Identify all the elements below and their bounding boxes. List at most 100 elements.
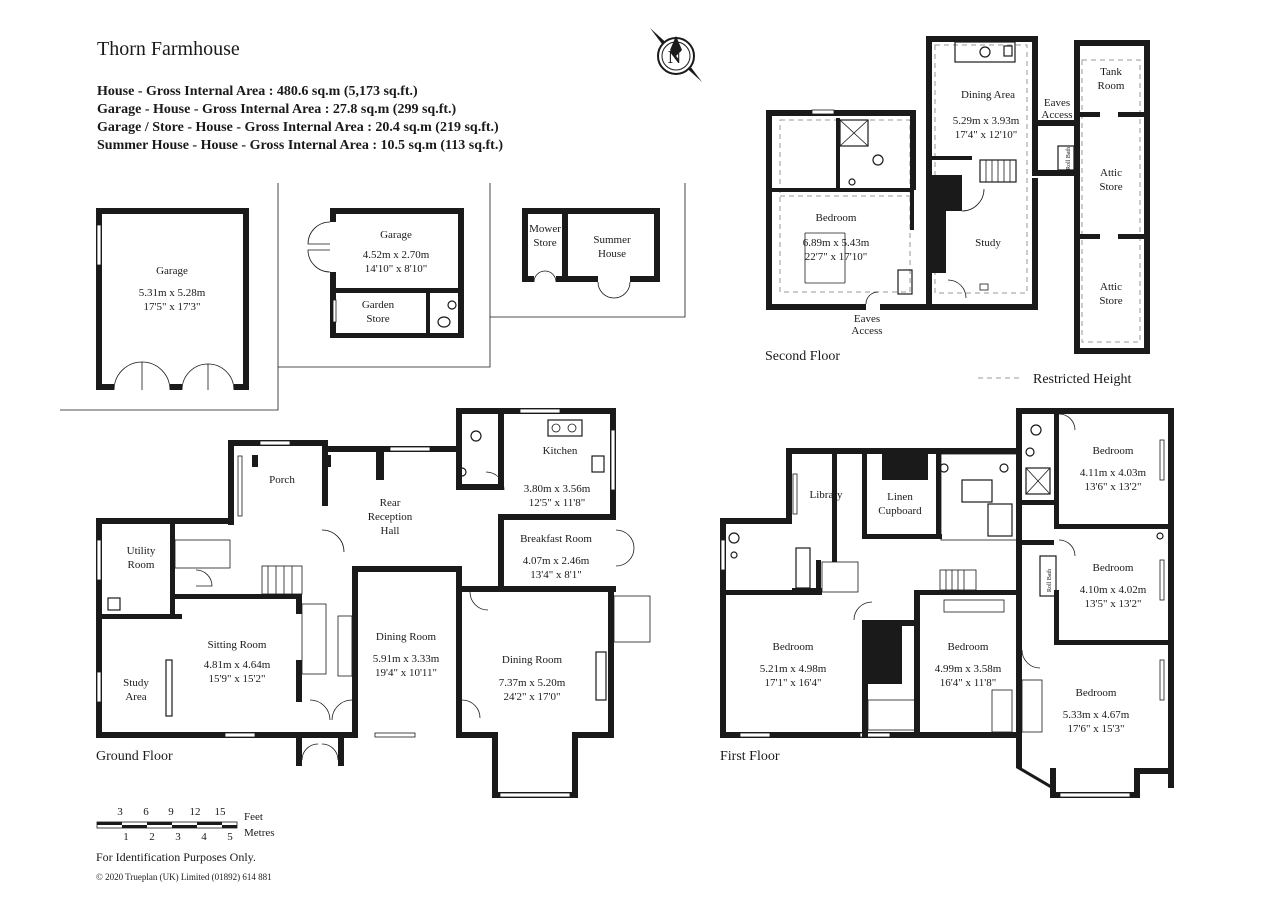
gf-porch-label: Porch [269,474,295,486]
ff-bedroom-e-imperial: 17'6" x 15'3" [1068,723,1125,735]
gf-dining-1-imperial: 19'4" x 10'11" [375,667,437,679]
summer-house-line2: House [598,248,626,260]
sf-eaves-bottom-line2: Access [851,325,882,337]
area-line-garage: Garage - House - Gross Internal Area : 2… [97,102,457,117]
sf-bedroom-name: Bedroom [816,212,857,224]
gf-rear-reception-line3: Hall [381,525,400,537]
ff-bedroom-a-imperial: 17'1" x 16'4" [765,677,822,689]
sf-eaves-top-line2: Access [1041,109,1072,121]
ff-bedroom-c-metric: 4.11m x 4.03m [1080,467,1147,479]
garage-2: Garage 4.52m x 2.70m 14'10" x 8'10" Gard… [307,208,464,338]
gf-dining-2-name: Dining Room [502,654,563,666]
ff-bedroom-a-name: Bedroom [773,641,814,653]
area-line-garage-store: Garage / Store - House - Gross Internal … [97,120,499,135]
copyright-text: © 2020 Trueplan (UK) Limited (01892) 614… [96,872,272,882]
gf-breakfast-metric: 4.07m x 2.46m [523,555,590,567]
scale-metre-tick-1: 1 [123,831,129,843]
scale-feet-tick-15: 15 [215,806,227,818]
gf-kitchen-imperial: 12'5" x 11'8" [529,497,586,509]
scale-metre-tick-3: 3 [175,831,181,843]
ff-bedroom-b-metric: 4.99m x 3.58m [935,663,1002,675]
garage-2-imperial: 14'10" x 8'10" [365,263,427,275]
legend-restricted-height: Restricted Height [1033,372,1131,387]
ff-bedroom-e-name: Bedroom [1076,687,1117,699]
ff-roll-bath-label: Roll Bath [1047,569,1053,592]
first-floor-label: First Floor [720,749,780,764]
sf-attic-store-1-line1: Attic [1100,167,1122,179]
sf-dining-area-imperial: 17'4" x 12'10" [955,129,1017,141]
area-line-summer-house: Summer House - House - Gross Internal Ar… [97,138,503,153]
ff-library-label: Library [810,489,843,501]
plan-title: Thorn Farmhouse [97,38,240,60]
second-floor-plan: Roll Bath Dining Area 5.29m x 3.93m 17'4… [765,36,1150,387]
compass-north-label: N [668,47,681,67]
garage-2-metric: 4.52m x 2.70m [363,249,430,261]
gf-study-area-line1: Study [123,677,149,689]
sf-study-label: Study [975,237,1001,249]
scale-metre-tick-4: 4 [201,831,207,843]
sf-tank-room-line2: Room [1098,80,1125,92]
ground-floor-label: Ground Floor [96,749,173,764]
ff-bedroom-d-imperial: 13'5" x 13'2" [1085,598,1142,610]
ff-bedroom-c-name: Bedroom [1093,445,1134,457]
summer-house-line1: Summer [593,234,631,246]
disclaimer-text: For Identification Purposes Only. [96,850,256,864]
scale-feet-tick-9: 9 [168,806,174,818]
gf-sitting-imperial: 15'9" x 15'2" [209,673,266,685]
garage-1-metric: 5.31m x 5.28m [139,287,206,299]
sf-bedroom-imperial: 22'7" x 17'10" [805,251,867,263]
mower-store-line2: Store [533,237,556,249]
area-line-house: House - Gross Internal Area : 480.6 sq.m… [97,84,418,99]
boundary-lines [60,183,686,411]
ground-floor-plan: Porch Rear Reception Hall Kitchen 3.80m … [96,408,651,798]
gf-sitting-name: Sitting Room [208,639,267,651]
ff-linen-line1: Linen [887,491,913,503]
sf-attic-store-2-line1: Attic [1100,281,1122,293]
gf-breakfast-name: Breakfast Room [520,533,592,545]
scale-bar: 3 6 9 12 15 Feet 1 2 3 4 5 Metres [96,806,275,843]
ff-bedroom-b-name: Bedroom [948,641,989,653]
ff-bedroom-a-metric: 5.21m x 4.98m [760,663,827,675]
scale-feet-tick-3: 3 [117,806,123,818]
gf-kitchen-metric: 3.80m x 3.56m [524,483,591,495]
gf-sitting-metric: 4.81m x 4.64m [204,659,271,671]
compass-icon: N [650,28,702,82]
garage-1-name: Garage [156,265,188,277]
scale-metre-tick-2: 2 [149,831,155,843]
ff-linen-line2: Cupboard [878,505,922,517]
scale-feet-unit: Feet [244,811,263,823]
sf-roll-bath-label: Roll Bath [1066,147,1072,170]
garage-1-imperial: 17'5" x 17'3" [144,301,201,313]
sf-eaves-bottom-line1: Eaves [854,313,880,325]
sf-bedroom-metric: 6.89m x 5.43m [803,237,870,249]
gf-dining-1-metric: 5.91m x 3.33m [373,653,440,665]
gf-study-area-line2: Area [125,691,146,703]
gf-utility-line1: Utility [127,545,156,557]
sf-attic-store-2-line2: Store [1099,295,1122,307]
ff-bedroom-c-imperial: 13'6" x 13'2" [1085,481,1142,493]
sf-attic-store-1-line2: Store [1099,181,1122,193]
gf-rear-reception-line2: Reception [368,511,413,523]
scale-feet-tick-6: 6 [143,806,149,818]
scale-metre-tick-5: 5 [227,831,233,843]
gf-dining-2-imperial: 24'2" x 17'0" [504,691,561,703]
garden-store-line1: Garden [362,299,395,311]
sf-eaves-top-line1: Eaves [1044,97,1070,109]
mower-store-line1: Mower [529,223,561,235]
summer-house: Mower Store Summer House [522,208,660,299]
sf-tank-room-line1: Tank [1100,66,1122,78]
first-floor-plan: Library Linen Cupboard Bedroom 5.21m x 4… [720,408,1174,798]
garage-2-name: Garage [380,229,412,241]
gf-utility-line2: Room [128,559,155,571]
scale-feet-tick-12: 12 [190,806,201,818]
gf-breakfast-imperial: 13'4" x 8'1" [530,569,581,581]
gf-kitchen-name: Kitchen [543,445,578,457]
second-floor-label: Second Floor [765,349,840,364]
ff-bedroom-d-name: Bedroom [1093,562,1134,574]
gf-dining-2-metric: 7.37m x 5.20m [499,677,566,689]
ff-bedroom-b-imperial: 16'4" x 11'8" [940,677,997,689]
scale-metres-unit: Metres [244,827,275,839]
sf-dining-area-name: Dining Area [961,89,1015,101]
gf-rear-reception-line1: Rear [380,497,401,509]
